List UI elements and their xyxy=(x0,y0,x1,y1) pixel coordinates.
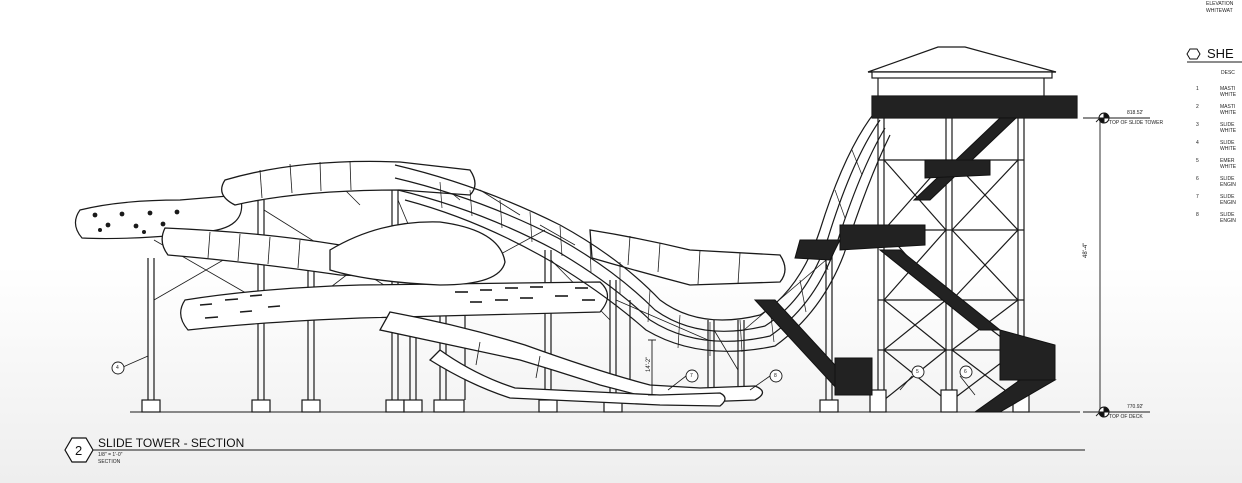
sheet-note-text-2: WHITE xyxy=(1220,164,1237,170)
sheet-note-number: 5 xyxy=(1196,158,1199,164)
tube-rings xyxy=(207,160,741,379)
top-elevation-value: 818.52' xyxy=(1127,110,1144,116)
sheet-note-text-2: ENGIN xyxy=(1220,182,1236,188)
section-number: 2 xyxy=(75,443,83,458)
sheet-note-text: SLIDE xyxy=(1220,122,1235,128)
elevation-markers xyxy=(1098,112,1110,418)
sheet-note-text: MASTI xyxy=(1220,104,1236,110)
section-title-graphic xyxy=(64,437,1085,463)
elevation-header-line1: ELEVATION xyxy=(1206,1,1234,7)
slide-tubes xyxy=(161,160,786,407)
sheet-note-number: 1 xyxy=(1196,86,1199,92)
sheet-note-text-2: WHITE xyxy=(1220,128,1237,134)
sheet-note-number: 2 xyxy=(1196,104,1199,110)
callout-leaders xyxy=(122,355,976,396)
sheet-notes-graphic xyxy=(1186,48,1242,63)
callout-6: 6 xyxy=(964,369,967,375)
callout-8: 8 xyxy=(774,373,777,379)
sheet-note-text-2: ENGIN xyxy=(1220,218,1236,224)
sheet-note-text-2: WHITE xyxy=(1220,146,1237,152)
section-scale: 1/8" = 1'-0" xyxy=(98,452,123,458)
section-title: SLIDE TOWER - SECTION xyxy=(98,436,245,450)
sheet-note-text-2: WHITE xyxy=(1220,110,1237,116)
slide-tower xyxy=(867,46,1078,413)
callout-5: 5 xyxy=(916,369,919,375)
sheet-note-text: SLIDE xyxy=(1220,194,1235,200)
sheet-note-text-2: WHITE xyxy=(1220,92,1237,98)
bottom-elevation-value: 770.92' xyxy=(1127,404,1144,410)
sheet-note-text: SLIDE xyxy=(1220,212,1235,218)
sheet-note-number: 3 xyxy=(1196,122,1199,128)
callout-7: 7 xyxy=(690,373,693,379)
sheet-note-text: MASTI xyxy=(1220,86,1236,92)
sheet-notes-column-header: DESC xyxy=(1221,70,1235,76)
sheet-note-text: SLIDE xyxy=(1220,140,1235,146)
sheet-notes-title: SHE xyxy=(1207,46,1234,61)
sheet-note-number: 8 xyxy=(1196,212,1199,218)
elevation-header-line2: WHITEWAT xyxy=(1206,8,1233,14)
callout-4: 4 xyxy=(116,365,119,371)
sheet-note-number: 7 xyxy=(1196,194,1199,200)
sheet-note-text: EMER xyxy=(1220,158,1235,164)
top-elevation-label: TOP OF SLIDE TOWER xyxy=(1109,120,1164,126)
perforated-tubes xyxy=(74,194,609,331)
mid-height-dimension: 14'-2" xyxy=(646,356,652,372)
sheet-note-text: SLIDE xyxy=(1220,176,1235,182)
tower-height-dimension: 48'-4" xyxy=(1083,242,1089,258)
callout-circles xyxy=(111,361,973,383)
sheet-note-number: 6 xyxy=(1196,176,1199,182)
tower-stairs xyxy=(753,117,1057,413)
section-type: SECTION xyxy=(98,459,121,465)
bottom-elevation-label: TOP OF DECK xyxy=(1109,414,1143,420)
sheet-note-number: 4 xyxy=(1196,140,1199,146)
sheet-note-text-2: ENGIN xyxy=(1220,200,1236,206)
